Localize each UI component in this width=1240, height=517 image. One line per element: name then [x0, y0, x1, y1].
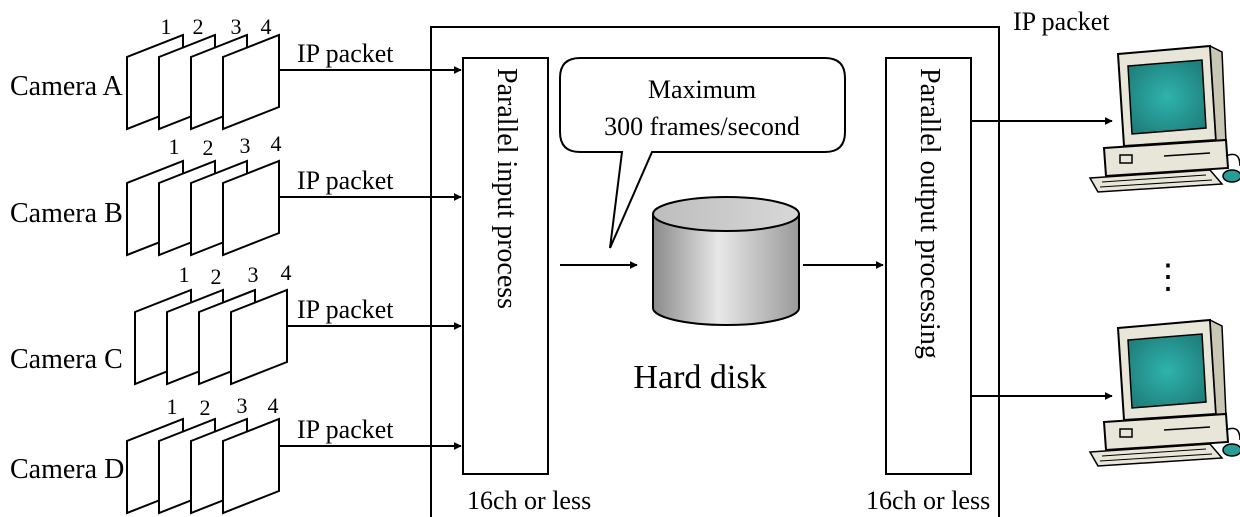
- output-process-box: [885, 57, 972, 475]
- camera-b-ip-packet-label: IP packet: [297, 166, 394, 195]
- camera-a-frames: [126, 33, 280, 131]
- throughput-callout: [559, 57, 846, 249]
- output-process-label: Parallel output processing: [914, 68, 945, 359]
- camera-b-frame-number: 3: [240, 133, 251, 158]
- camera-b-frame-number: 1: [169, 134, 180, 159]
- camera-d-group: 1 2 3 4 Camera D IP packet: [10, 393, 462, 515]
- camera-a-frame-number: 1: [161, 14, 172, 39]
- system-enclosure: [430, 26, 1000, 517]
- input-process-label: Parallel input process: [491, 68, 522, 309]
- hard-disk-label: Hard disk: [633, 359, 766, 396]
- camera-b-label: Camera B: [10, 198, 123, 229]
- hard-disk-icon: [652, 196, 800, 326]
- camera-a-group: 1 2 3 4 Camera A IP packet: [10, 14, 462, 131]
- camera-a-frame-number: 2: [193, 14, 204, 39]
- camera-b-frame-number: 4: [271, 131, 282, 156]
- camera-d-label: Camera D: [10, 454, 124, 485]
- camera-c-frame-number: 1: [179, 262, 190, 287]
- camera-d-frames: [126, 417, 280, 515]
- input-capacity-label: 16ch or less: [467, 486, 591, 515]
- camera-d-ip-packet-label: IP packet: [297, 415, 394, 444]
- camera-c-frame-number: 2: [211, 264, 222, 289]
- camera-a-ip-packet-label: IP packet: [297, 39, 394, 68]
- output-ip-packet-label: IP packet: [1013, 7, 1110, 36]
- input-process-box: [462, 57, 549, 475]
- camera-d-frame-number: 2: [200, 395, 211, 420]
- camera-d-frame-number: 1: [167, 394, 178, 419]
- camera-b-frames: [126, 159, 280, 257]
- callout-line-1: Maximum: [648, 75, 756, 104]
- camera-b-frame-number: 2: [203, 135, 214, 160]
- camera-c-frame-number: 3: [248, 262, 259, 287]
- camera-b-group: 1 2 3 4 Camera B IP packet: [10, 131, 462, 257]
- camera-a-frame-number: 3: [231, 14, 242, 39]
- more-clients-ellipsis: ⋮: [1151, 259, 1185, 296]
- camera-c-ip-packet-label: IP packet: [297, 295, 394, 324]
- camera-d-frame-number: 3: [237, 393, 248, 418]
- callout-line-2: 300 frames/second: [604, 112, 800, 141]
- camera-c-frame-number: 4: [281, 260, 292, 285]
- camera-a-frame-number: 4: [261, 14, 272, 39]
- camera-c-label: Camera C: [10, 344, 123, 375]
- client-computer-icon: [1088, 318, 1240, 467]
- camera-d-frame-number: 4: [268, 393, 279, 418]
- camera-c-frames: [134, 288, 288, 386]
- client-computer-icon: [1088, 44, 1240, 193]
- output-capacity-label: 16ch or less: [866, 486, 990, 515]
- camera-c-group: 1 2 3 4 Camera C IP packet: [10, 260, 462, 386]
- camera-a-label: Camera A: [10, 71, 124, 102]
